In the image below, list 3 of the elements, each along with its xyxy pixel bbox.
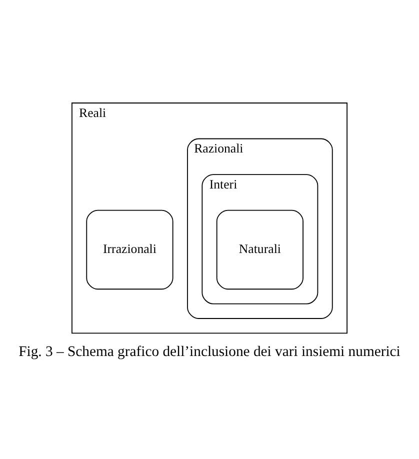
node-box: Irrazionali: [86, 209, 174, 290]
node-box: Naturali: [216, 209, 304, 290]
caption: Fig. 3 – Schema grafico dell’inclusione dei vari insiemi numerici: [18, 343, 400, 360]
